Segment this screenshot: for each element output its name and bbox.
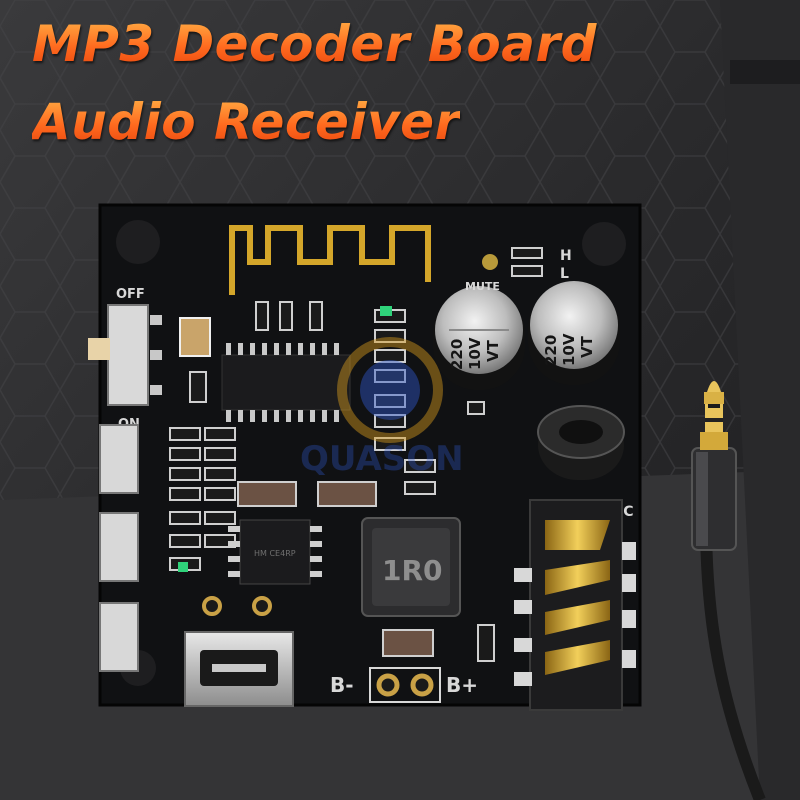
ceramic-capacitors <box>237 481 434 657</box>
title-line-1: MP3 Decoder Board <box>32 15 597 73</box>
antenna-trace <box>229 225 431 295</box>
audio-cable <box>691 398 766 800</box>
inductor-marking: 1R0 <box>382 554 443 587</box>
mute-label: MUTE <box>465 280 500 293</box>
cap2-voltage: 10V <box>560 333 578 366</box>
power-ic-marking: HM CE4RP <box>254 549 296 558</box>
title-line-2: Audio Receiver <box>32 93 460 151</box>
battery-minus-label: B- <box>330 673 354 697</box>
audio-jack <box>514 499 636 711</box>
push-button-2[interactable] <box>99 512 139 582</box>
cap2-value: 220 <box>542 335 560 366</box>
watermark-logo <box>337 337 443 443</box>
microphone <box>537 405 625 480</box>
l-label: L <box>560 266 569 282</box>
main-ic <box>221 343 351 422</box>
crystal <box>179 317 211 357</box>
switch-off-label: OFF <box>116 287 145 302</box>
svg-text:220 10V VT: 220 10V VT <box>542 328 596 366</box>
battery-plus-label: B+ <box>446 673 478 697</box>
power-switch[interactable] <box>88 304 162 406</box>
battery-minus-pad[interactable] <box>376 673 400 697</box>
battery-plus-pad[interactable] <box>410 673 434 697</box>
power-ic <box>228 519 322 585</box>
electrolytic-capacitor-2 <box>528 281 620 385</box>
svg-text:220 10V VT: 220 10V VT <box>448 332 502 370</box>
h-label: H <box>560 248 572 264</box>
electrolytic-capacitor-1 <box>433 286 525 390</box>
mute-pad <box>482 254 498 270</box>
cap1-voltage: 10V <box>466 337 484 370</box>
push-button-1[interactable] <box>99 424 139 494</box>
micro-usb-port[interactable] <box>184 631 294 707</box>
inductor <box>361 517 461 617</box>
audio-plug-tip <box>704 381 724 408</box>
push-button-3[interactable] <box>99 602 139 672</box>
led-indicator <box>380 306 392 316</box>
cap2-code: VT <box>578 335 596 358</box>
cap1-value: 220 <box>448 339 466 370</box>
watermark-text: QUASON <box>300 439 464 479</box>
cap1-code: VT <box>484 339 502 362</box>
